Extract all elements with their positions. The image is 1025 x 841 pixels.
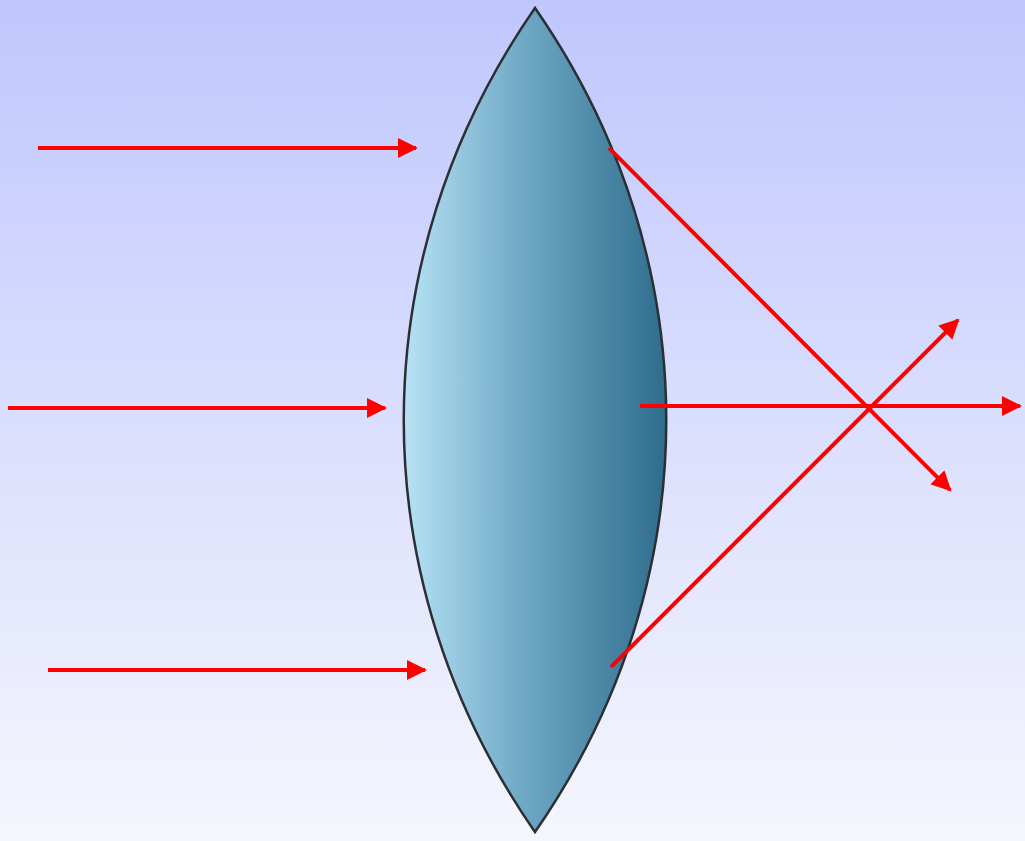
convex-lens xyxy=(402,5,668,835)
refracted-ray-bottom xyxy=(609,318,960,669)
refracted-ray-top xyxy=(607,146,952,492)
ray-group xyxy=(8,138,1022,680)
